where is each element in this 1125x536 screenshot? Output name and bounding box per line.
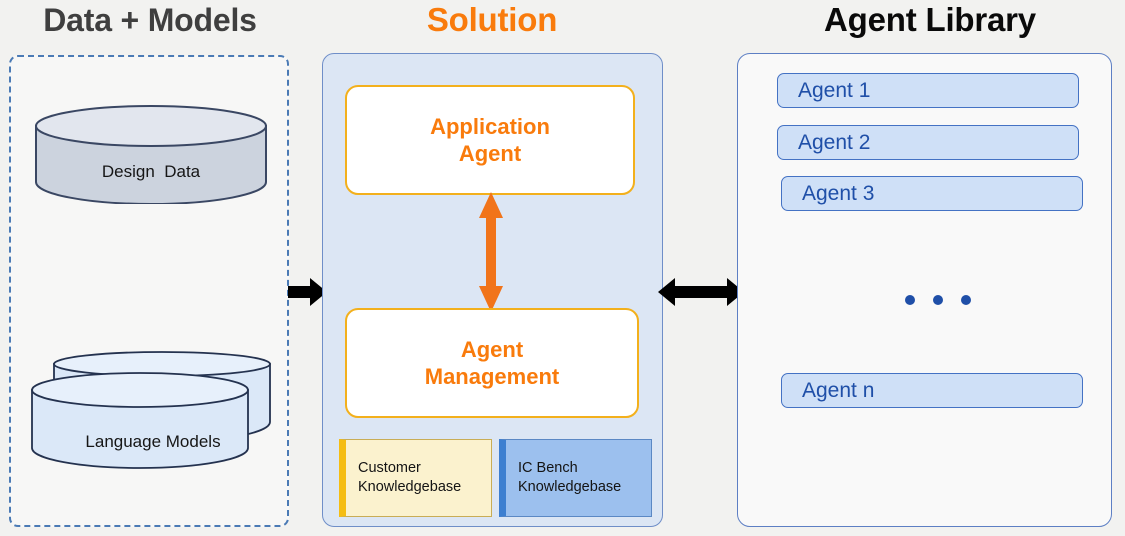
ic-bench-knowledgebase-box[interactable]: IC Bench Knowledgebase xyxy=(499,439,652,517)
stacked-cylinder-shape-icon xyxy=(31,351,271,469)
ic-bench-kb-line1: IC Bench xyxy=(518,460,578,477)
application-agent-card[interactable]: Application Agent xyxy=(345,85,635,195)
design-data-label: Design Data xyxy=(101,162,201,181)
agent-list-item-3[interactable]: Agent 3 xyxy=(781,176,1083,211)
ellipsis-dot-1 xyxy=(905,295,915,305)
agent-list-item-n[interactable]: Agent n xyxy=(781,373,1083,408)
language-models-label: Language Models xyxy=(85,432,221,451)
application-management-bidirectional-arrow-icon xyxy=(470,192,512,312)
ic-bench-kb-line2: Knowledgebase xyxy=(518,479,622,495)
agent-management-card[interactable]: Agent Management xyxy=(345,308,639,418)
arrow-solution-to-agent-library-icon xyxy=(658,275,744,309)
agent-list-item-2[interactable]: Agent 2 xyxy=(777,125,1079,160)
agent-2-label: Agent 2 xyxy=(798,130,871,154)
agent-management-line1: Agent xyxy=(460,336,524,362)
customer-knowledgebase-box[interactable]: Customer Knowledgebase xyxy=(339,439,492,517)
application-agent-line1: Application xyxy=(430,113,550,139)
customer-kb-line2: Knowledgebase xyxy=(358,479,462,495)
page-title-solution: Solution xyxy=(426,1,558,38)
agent-3-label: Agent 3 xyxy=(802,181,875,205)
agent-list-ellipsis-icon xyxy=(905,292,971,308)
application-agent-line2: Agent xyxy=(458,141,522,166)
design-data-cylinder: Design Data xyxy=(34,104,268,205)
page-title-agent-library: Agent Library xyxy=(824,1,1036,38)
agent-n-label: Agent n xyxy=(802,378,875,402)
ellipsis-dot-2 xyxy=(933,295,943,305)
cylinder-shape-icon xyxy=(35,105,267,205)
arrow-data-to-solution-icon xyxy=(288,275,328,309)
agent-management-line2: Management xyxy=(424,364,560,389)
ellipsis-dot-3 xyxy=(961,295,971,305)
language-models-cylinder: Language Models xyxy=(30,350,276,472)
page-title-data-models: Data + Models xyxy=(43,2,257,38)
agent-list-item-1[interactable]: Agent 1 xyxy=(777,73,1079,108)
customer-kb-line1: Customer xyxy=(358,460,421,477)
agent-1-label: Agent 1 xyxy=(798,78,871,102)
